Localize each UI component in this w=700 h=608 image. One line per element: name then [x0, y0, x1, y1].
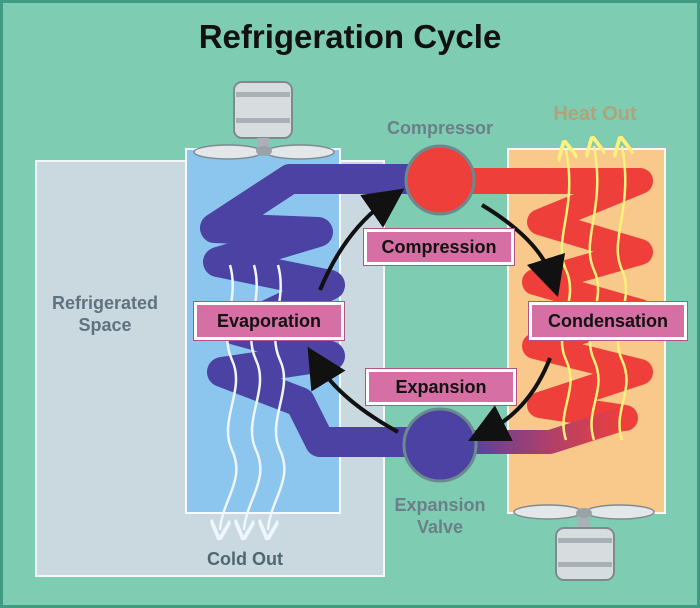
evaporator-fan-icon [193, 81, 335, 160]
cold-out-label: Cold Out [207, 549, 283, 569]
refrigerated-space-label: Refrigerated Space [40, 292, 170, 336]
compressor-label: Compressor [386, 118, 494, 138]
expansion-step-box: Expansion [366, 369, 516, 405]
condenser-fan-icon [513, 504, 655, 581]
expansion-valve-label: Expansion Valve [380, 494, 500, 538]
evaporation-step-box: Evaporation [194, 302, 344, 340]
cycle-arrow-icon [307, 188, 566, 441]
expansion-valve-icon [402, 407, 478, 483]
compressor-icon [404, 144, 476, 216]
refrigerated-space-label-line2: Space [78, 315, 132, 335]
expansion-valve-label-line2: Valve [416, 517, 464, 537]
expansion-valve-label-line1: Expansion [394, 495, 486, 515]
page-title: Refrigeration Cycle [198, 18, 502, 55]
heat-out-label: Heat Out [553, 103, 637, 125]
condenser-coil [447, 168, 653, 454]
compression-step-box: Compression [364, 229, 514, 265]
refrigerated-space-label-line1: Refrigerated [51, 293, 159, 313]
condensation-step-box: Condensation [529, 302, 687, 340]
